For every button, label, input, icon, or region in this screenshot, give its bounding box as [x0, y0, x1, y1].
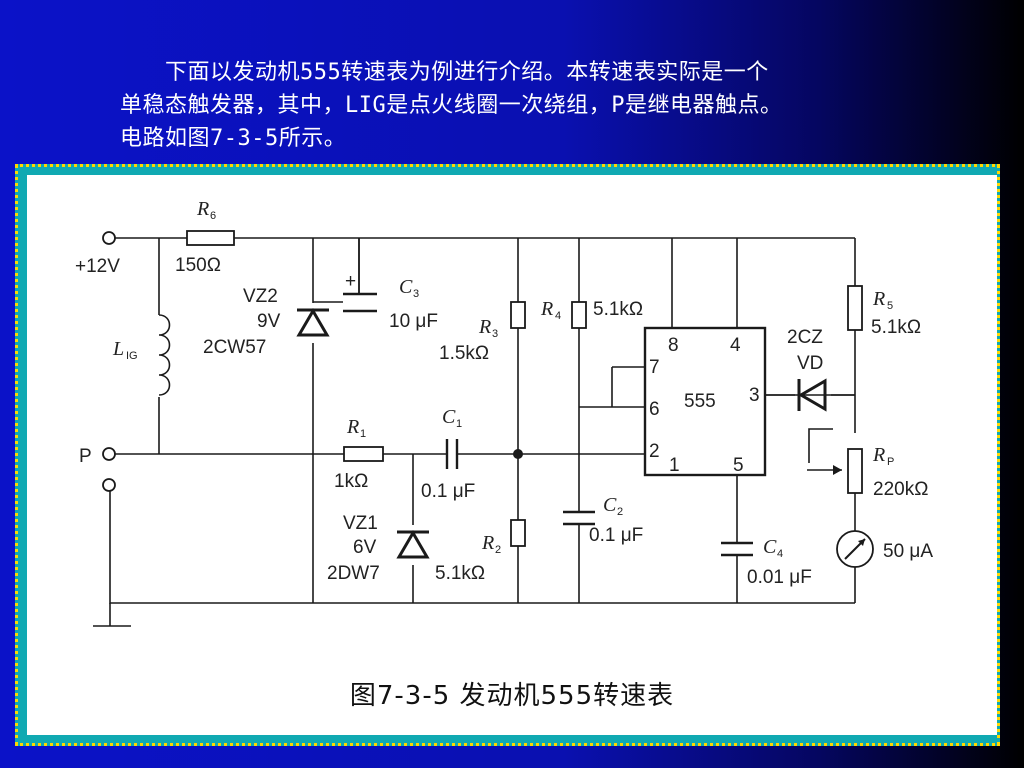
- vz1-name: VZ1: [343, 513, 378, 534]
- zener-vz2: VZ2 9V 2CW57: [203, 286, 330, 358]
- pin8-label: 8: [668, 335, 679, 356]
- c4-name: C: [763, 536, 777, 558]
- r5-name: R: [872, 288, 885, 310]
- circuit-panel: +12V P L IG R 6 150Ω VZ2 9V 2CW57: [27, 175, 997, 735]
- intro-line-1: 下面以发动机555转速表为例进行介绍。本转速表实际是一个: [120, 60, 769, 85]
- r5-value: 5.1kΩ: [871, 317, 921, 338]
- resistor-r6: R 6 150Ω: [175, 198, 235, 276]
- r1-sub: 1: [360, 428, 366, 440]
- r5-sub: 5: [887, 300, 893, 312]
- r6-value: 150Ω: [175, 255, 221, 276]
- r3-value: 1.5kΩ: [439, 343, 489, 364]
- c1-sub: 1: [456, 418, 462, 430]
- zener-vz1: VZ1 6V 2DW7: [327, 513, 430, 584]
- r4-sub: 4: [555, 310, 561, 322]
- pin6-label: 6: [649, 399, 660, 420]
- c1-name: C: [442, 406, 456, 428]
- r3-name: R: [478, 316, 491, 338]
- pin7-label: 7: [649, 357, 660, 378]
- meter-value: 50 μA: [883, 541, 933, 562]
- c2-name: C: [603, 494, 617, 516]
- r6-sub: 6: [210, 210, 216, 222]
- r1-name: R: [346, 416, 359, 438]
- c2-sub: 2: [617, 506, 623, 518]
- c3-name: C: [399, 276, 413, 298]
- pin4-label: 4: [730, 335, 741, 356]
- c3-sub: 3: [413, 288, 419, 300]
- circuit-diagram: +12V P L IG R 6 150Ω VZ2 9V 2CW57: [75, 198, 933, 627]
- intro-text: 下面以发动机555转速表为例进行介绍。本转速表实际是一个 单稳态触发器，其中，L…: [120, 56, 960, 155]
- potentiometer-rp: R P 220kΩ: [833, 444, 928, 500]
- r2-value: 5.1kΩ: [435, 563, 485, 584]
- capacitor-c1: C 1 0.1 μF: [421, 406, 475, 502]
- wires: [93, 237, 856, 627]
- c4-sub: 4: [777, 548, 783, 560]
- terminal-supply: +12V: [75, 231, 120, 277]
- r2-sub: 2: [495, 544, 501, 556]
- vz1-part: 2DW7: [327, 563, 380, 584]
- capacitor-c4: C 4 0.01 μF: [721, 536, 812, 588]
- r4-name: R: [540, 298, 553, 320]
- meter-50ua: 50 μA: [836, 530, 933, 568]
- pin1-label: 1: [669, 455, 680, 476]
- resistor-r3: R 3 1.5kΩ: [439, 301, 526, 364]
- rp-sub: P: [887, 456, 894, 468]
- coil-lig: L IG: [112, 314, 171, 396]
- junctions: [513, 449, 523, 459]
- vd-part: 2CZ: [787, 327, 823, 348]
- intro-line-2: 单稳态触发器，其中，LIG是点火线圈一次绕组，P是继电器触点。: [120, 93, 783, 118]
- r6-name: R: [196, 198, 209, 220]
- chip-name: 555: [684, 391, 716, 412]
- c1-value: 0.1 μF: [421, 481, 475, 502]
- r2-name: R: [481, 532, 494, 554]
- r1-value: 1kΩ: [334, 471, 368, 492]
- pin3-label: 3: [749, 385, 760, 406]
- resistor-r4: R 4 5.1kΩ: [540, 298, 643, 329]
- pin5-label: 5: [733, 455, 744, 476]
- resistor-r2: R 2 5.1kΩ: [435, 519, 526, 584]
- rp-name: R: [872, 444, 885, 466]
- coil-name: L: [112, 338, 124, 360]
- resistor-r1: R 1 1kΩ: [334, 416, 384, 492]
- diode-vd: 2CZ VD: [765, 327, 855, 412]
- r3-sub: 3: [492, 328, 498, 340]
- coil-sub: IG: [126, 350, 138, 362]
- intro-line-3: 电路如图7-3-5所示。: [120, 126, 347, 151]
- c3-polarity: +: [345, 271, 356, 292]
- r4-value: 5.1kΩ: [593, 299, 643, 320]
- capacitor-c3: + C 3 10 μF: [343, 238, 438, 332]
- supply-label: +12V: [75, 256, 120, 277]
- c4-value: 0.01 μF: [747, 567, 812, 588]
- resistor-r5: R 5 5.1kΩ: [847, 285, 921, 338]
- vz2-part: 2CW57: [203, 337, 266, 358]
- vz1-value: 6V: [353, 537, 377, 558]
- c2-value: 0.1 μF: [589, 525, 643, 546]
- chip-555: 555 8 4 7 6 3 2 1 5: [643, 326, 767, 477]
- rp-value: 220kΩ: [873, 479, 928, 500]
- figure-caption: 图7-3-5 发动机555转速表: [349, 681, 675, 711]
- c3-value: 10 μF: [389, 311, 438, 332]
- capacitor-c2: C 2 0.1 μF: [563, 494, 643, 546]
- terminal-p: P: [79, 446, 116, 492]
- vz2-value: 9V: [257, 311, 281, 332]
- pin2-label: 2: [649, 441, 660, 462]
- vz2-name: VZ2: [243, 286, 278, 307]
- p-label: P: [79, 446, 92, 467]
- vd-name: VD: [797, 353, 823, 374]
